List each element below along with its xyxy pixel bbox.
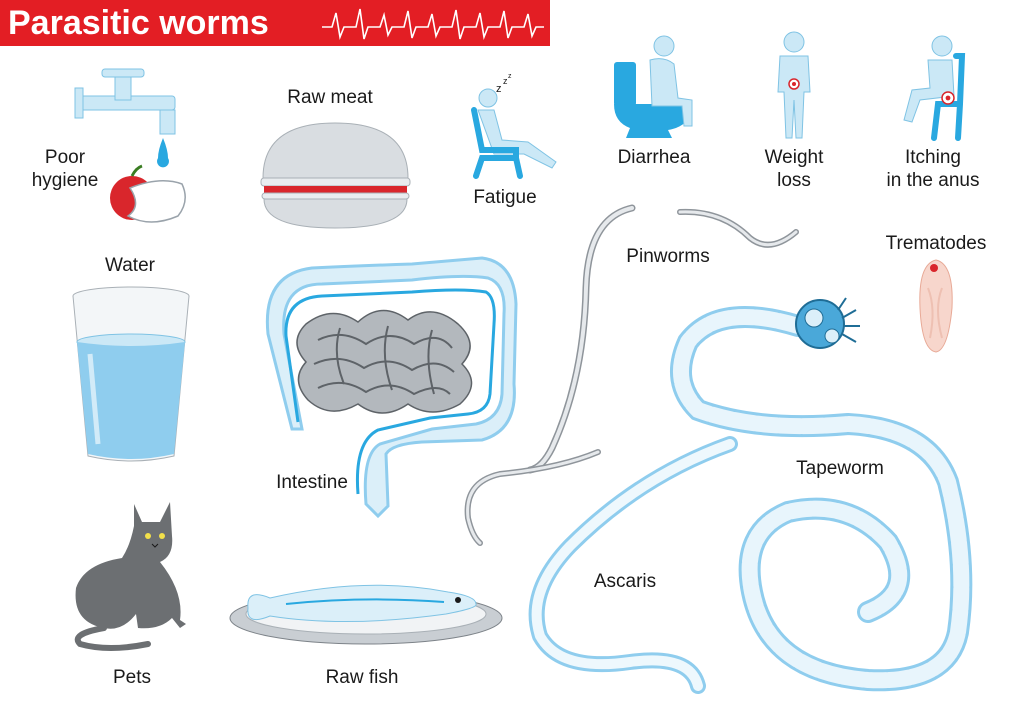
ascaris-icon bbox=[528, 436, 738, 694]
itching-figure-icon bbox=[903, 35, 966, 141]
label-tapeworm: Tapeworm bbox=[796, 458, 884, 479]
label-raw-meat: Raw meat bbox=[287, 87, 373, 108]
label-itching: Itching in the anus bbox=[886, 147, 980, 191]
label-ascaris: Ascaris bbox=[593, 571, 657, 592]
pinworm-icon bbox=[464, 204, 799, 546]
burger-icon bbox=[260, 122, 411, 229]
toilet-icon bbox=[614, 35, 693, 138]
weight-loss-figure-icon bbox=[777, 31, 811, 139]
label-pets: Pets bbox=[112, 667, 152, 688]
tapeworm-icon bbox=[670, 297, 973, 692]
title-banner: Parasitic worms bbox=[0, 0, 550, 46]
svg-text:z: z bbox=[503, 76, 508, 86]
page-title: Parasitic worms bbox=[8, 4, 269, 42]
label-poor-hygiene: Poor hygiene bbox=[31, 147, 99, 191]
fatigue-figure-icon: z z z bbox=[471, 73, 557, 179]
faucet-icon bbox=[74, 68, 186, 223]
water-glass-icon bbox=[72, 286, 190, 462]
label-diarrhea: Diarrhea bbox=[617, 147, 691, 168]
label-fatigue: Fatigue bbox=[473, 187, 537, 208]
label-intestine: Intestine bbox=[276, 472, 348, 493]
label-raw-fish: Raw fish bbox=[325, 667, 399, 688]
svg-text:z: z bbox=[508, 73, 512, 80]
label-trematodes: Trematodes bbox=[885, 233, 987, 254]
label-water: Water bbox=[105, 255, 155, 276]
trematode-icon bbox=[919, 259, 953, 353]
label-weight-loss: Weight loss bbox=[764, 147, 824, 191]
svg-text:z: z bbox=[496, 83, 502, 95]
heartbeat-icon bbox=[322, 8, 544, 40]
label-pinworms: Pinworms bbox=[626, 246, 710, 267]
cat-icon bbox=[74, 502, 186, 651]
intestine-icon bbox=[265, 256, 518, 519]
fish-plate-icon bbox=[229, 584, 503, 645]
